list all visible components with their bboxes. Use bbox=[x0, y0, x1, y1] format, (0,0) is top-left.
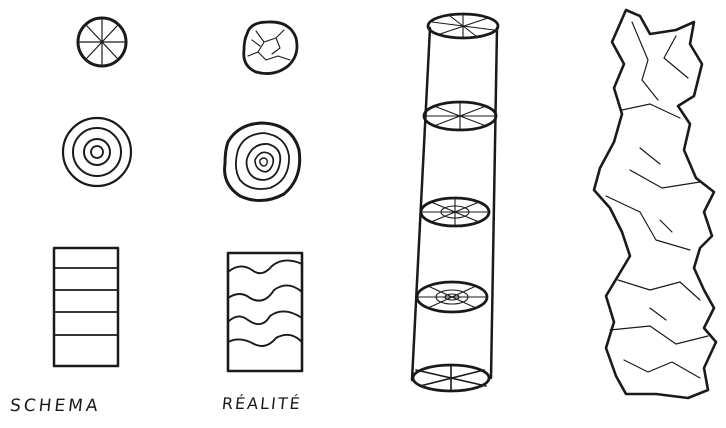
schema-disc-concentric bbox=[63, 118, 131, 186]
schema-disc-radial bbox=[78, 18, 126, 66]
realite-column bbox=[225, 22, 302, 371]
cylinder-section-bottom bbox=[413, 365, 489, 391]
cylinder-section-4 bbox=[417, 282, 487, 312]
realite-disc-cracked bbox=[244, 22, 297, 74]
cylinder-drawing bbox=[412, 14, 498, 391]
schema-stack bbox=[54, 248, 118, 366]
realite-disc-rings bbox=[225, 123, 300, 201]
cylinder-section-2 bbox=[424, 102, 496, 130]
realite-stack bbox=[228, 253, 302, 371]
realite-label: RÉALITÉ bbox=[221, 394, 303, 413]
cylinder-section-top bbox=[428, 14, 498, 38]
schema-column bbox=[54, 18, 131, 366]
irregular-column bbox=[594, 10, 716, 398]
cylinder-section-3 bbox=[421, 198, 489, 226]
schema-label: SCHEMA bbox=[9, 396, 102, 416]
